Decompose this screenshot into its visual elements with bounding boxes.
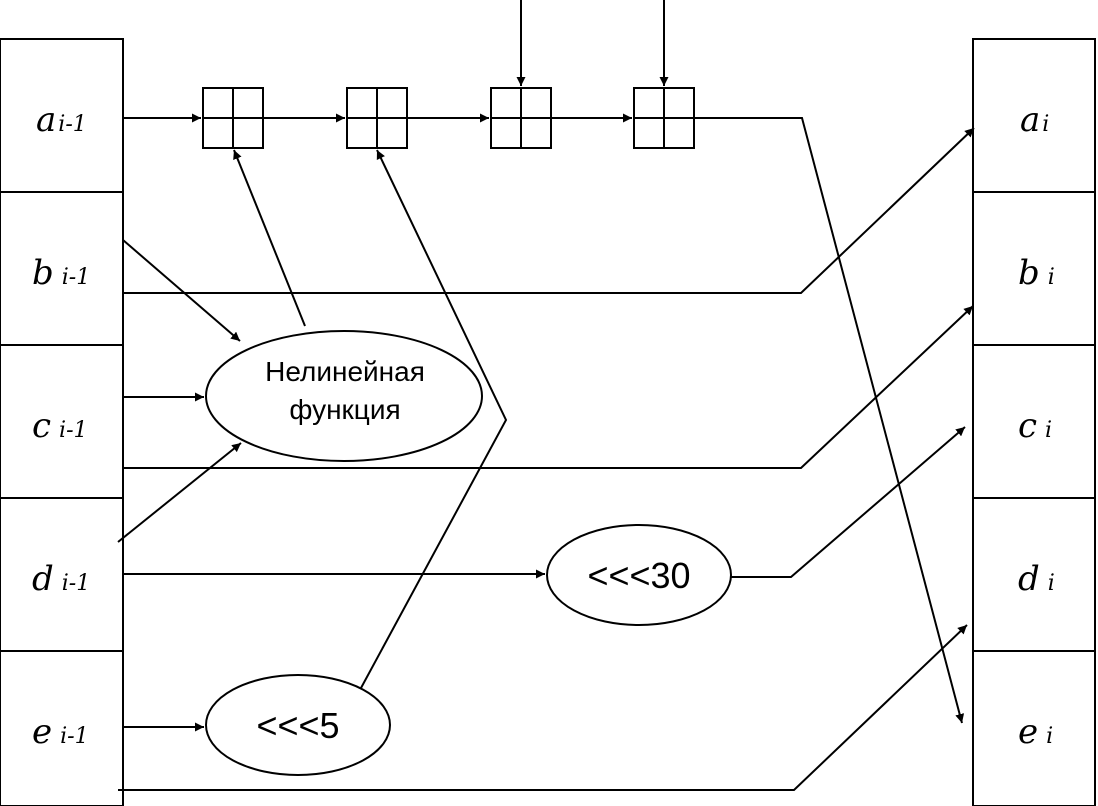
arrow-function-to-adder1 <box>233 149 306 327</box>
nonlinear-function-node: Нелинейная функция <box>205 330 483 462</box>
rotate-5-label: <<<5 <box>256 705 339 746</box>
register-d-prev <box>0 497 124 652</box>
arrow-b-to-a-next <box>123 127 975 294</box>
arrow-d-to-function <box>117 442 242 543</box>
register-e-next <box>972 650 1096 806</box>
adder-1 <box>202 87 264 149</box>
register-b-prev <box>0 191 124 346</box>
register-a-prev <box>0 38 124 193</box>
adder-chain <box>202 87 695 149</box>
register-b-next <box>972 191 1096 346</box>
register-e-prev <box>0 650 124 806</box>
register-a-next <box>972 38 1096 193</box>
arrow-rotate5-to-adder2 <box>360 149 508 689</box>
nonlinear-function-label-line2: функция <box>289 394 400 425</box>
arrow-e-to-d-next <box>118 624 968 791</box>
arrow-adder4-to-e-next <box>694 117 965 724</box>
label-a-prev: ai-1 <box>36 100 87 140</box>
adder-4 <box>633 87 695 149</box>
arrow-rotate30-to-c-next <box>731 426 966 578</box>
adder-3 <box>490 87 552 149</box>
nonlinear-function-label-line1: Нелинейная <box>265 356 425 387</box>
adder-2 <box>346 87 408 149</box>
arrow-b-to-function <box>122 239 241 342</box>
rotate-30-node: <<<30 <box>546 524 732 626</box>
register-c-next <box>972 344 1096 499</box>
register-c-prev <box>0 344 124 499</box>
connectors <box>117 0 975 791</box>
rotate-5-node: <<<5 <box>205 674 391 776</box>
rotate-30-label: <<<30 <box>587 555 690 596</box>
arrow-c-to-b-next <box>123 305 974 469</box>
label-a-next: ai <box>1020 100 1049 140</box>
